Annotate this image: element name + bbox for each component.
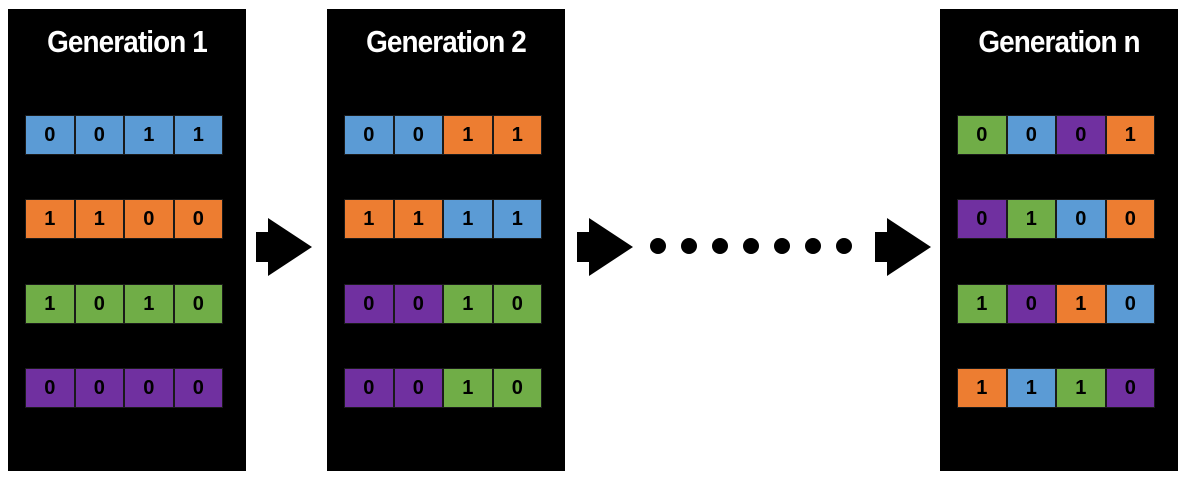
generation-title-1: Generation 1 [47, 24, 208, 59]
gene-cell: 0 [74, 115, 124, 155]
gene-cell: 1 [25, 284, 75, 324]
gene-cell: 1 [957, 368, 1007, 408]
gene-cell: 0 [1105, 199, 1155, 239]
ellipsis-dot [836, 238, 852, 254]
gene-cell: 0 [344, 284, 394, 324]
gene-cell: 1 [443, 368, 493, 408]
gene-cell: 0 [173, 368, 223, 408]
gene-cell: 0 [1006, 115, 1056, 155]
ellipsis-dot [743, 238, 759, 254]
generation-title-2: Generation 2 [366, 24, 527, 59]
ellipsis-dot [774, 238, 790, 254]
gene-cell: 1 [1056, 368, 1106, 408]
gene-cell: 0 [173, 284, 223, 324]
gene-cell: 1 [1105, 115, 1155, 155]
gene-cell: 1 [74, 199, 124, 239]
gene-cell: 0 [25, 115, 75, 155]
gene-cell: 0 [1105, 368, 1155, 408]
gene-cell: 0 [124, 368, 174, 408]
gene-cell: 0 [393, 284, 443, 324]
gene-cell: 1 [344, 199, 394, 239]
gene-cell: 1 [492, 115, 542, 155]
gene-cell: 1 [124, 284, 174, 324]
gene-cell: 1 [124, 115, 174, 155]
gene-cell: 0 [124, 199, 174, 239]
gene-cell: 1 [393, 199, 443, 239]
gene-cell: 0 [957, 115, 1007, 155]
ellipsis-dot [805, 238, 821, 254]
gene-cell: 0 [492, 368, 542, 408]
gene-cell: 0 [344, 115, 394, 155]
arrow-right-icon [256, 218, 312, 276]
gene-cell: 1 [1056, 284, 1106, 324]
arrow-right-icon [875, 218, 931, 276]
ellipsis-dot [650, 238, 666, 254]
gene-cell: 1 [173, 115, 223, 155]
gene-cell: 0 [492, 284, 542, 324]
gene-cell: 0 [74, 368, 124, 408]
gene-cell: 0 [393, 115, 443, 155]
gene-cell: 1 [443, 284, 493, 324]
gene-cell: 1 [492, 199, 542, 239]
gene-cell: 1 [25, 199, 75, 239]
gene-cell: 1 [1006, 199, 1056, 239]
arrow-right-icon [577, 218, 633, 276]
gene-cell: 0 [25, 368, 75, 408]
gene-cell: 0 [173, 199, 223, 239]
gene-cell: 0 [1006, 284, 1056, 324]
gene-cell: 0 [74, 284, 124, 324]
gene-cell: 1 [1006, 368, 1056, 408]
generation-title-n: Generation n [978, 24, 1140, 59]
gene-cell: 0 [957, 199, 1007, 239]
gene-cell: 0 [1056, 199, 1106, 239]
gene-cell: 0 [1105, 284, 1155, 324]
gene-cell: 0 [393, 368, 443, 408]
gene-cell: 0 [344, 368, 394, 408]
gene-cell: 1 [443, 199, 493, 239]
gene-cell: 0 [1056, 115, 1106, 155]
gene-cell: 1 [957, 284, 1007, 324]
ellipsis-dot [712, 238, 728, 254]
ellipsis-dot [681, 238, 697, 254]
gene-cell: 1 [443, 115, 493, 155]
